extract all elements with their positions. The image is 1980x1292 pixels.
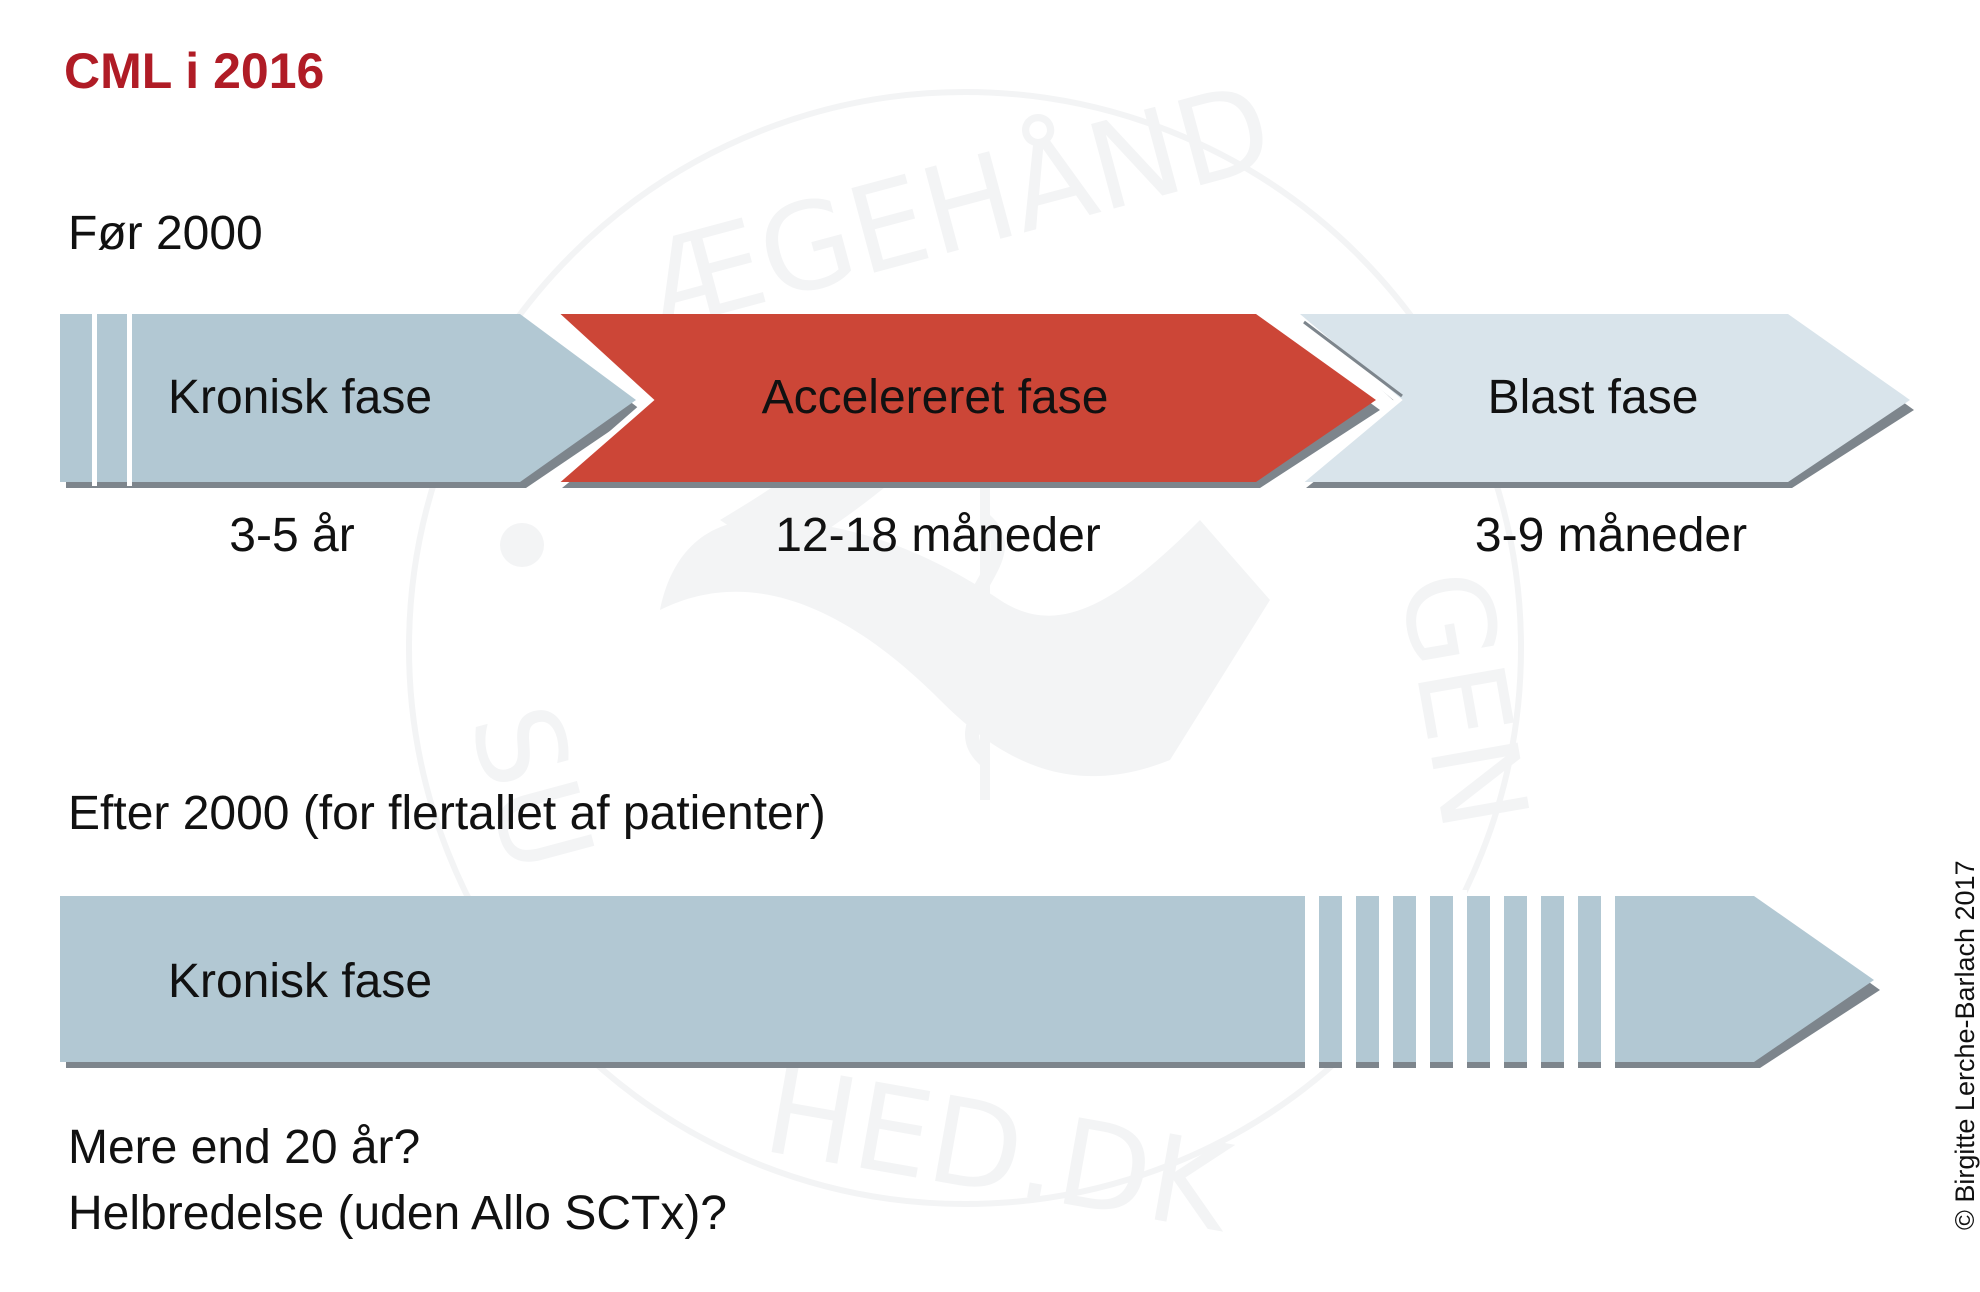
accelerated-phase-duration: 12-18 måneder	[775, 509, 1101, 562]
before-2000-heading: Før 2000	[68, 207, 263, 260]
caduceus-seal-watermark: ÆGEHÅND GEN HED.DK SU	[406, 57, 1553, 1261]
svg-text:GEN: GEN	[1371, 561, 1553, 840]
page-title: CML i 2016	[64, 43, 325, 99]
chronic-phase-stripe	[92, 312, 97, 486]
question-cure: Helbredelse (uden Allo SCTx)?	[68, 1187, 727, 1240]
blast-phase-label: Blast fase	[1487, 371, 1699, 424]
blast-phase-duration: 3-9 måneder	[1474, 509, 1748, 562]
accelerated-phase-arrow	[556, 314, 1376, 482]
copyright-notice: © Birgitte Lerche-Barlach 2017	[1950, 860, 1980, 1230]
fading-stripes	[1305, 890, 1615, 1070]
blast-phase-arrow	[1300, 314, 1910, 482]
svg-text:ÆGEHÅND: ÆGEHÅND	[631, 57, 1286, 358]
chronic-phase-stripe	[127, 312, 132, 486]
long-chronic-phase-label: Kronisk fase	[167, 955, 433, 1008]
chronic-phase-duration: 3-5 år	[229, 509, 355, 562]
chronic-phase-label: Kronisk fase	[167, 371, 433, 424]
question-duration: Mere end 20 år?	[68, 1121, 421, 1174]
accelerated-phase-label: Accelereret fase	[761, 371, 1109, 424]
after-2000-heading: Efter 2000 (for flertallet af patienter)	[68, 787, 826, 840]
chronic-phase-arrow	[60, 314, 636, 482]
svg-text:HED.DK: HED.DK	[755, 1042, 1243, 1261]
